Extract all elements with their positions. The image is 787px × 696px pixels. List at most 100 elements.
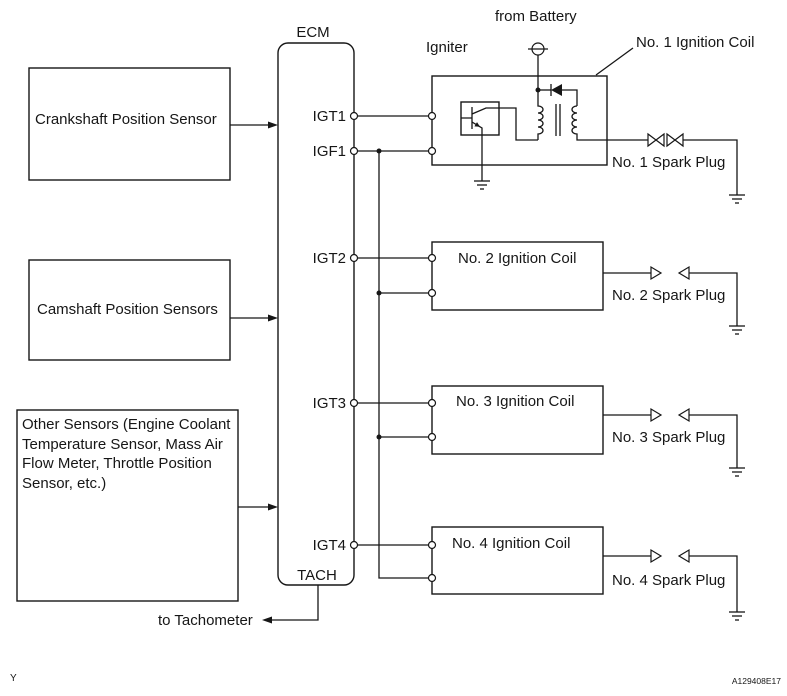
- spark-plug-ground-wire: [689, 414, 738, 468]
- no2-spark-plug: No. 2 Spark Plug: [603, 265, 745, 335]
- spark-plug-icon: [650, 407, 690, 423]
- arrowhead: [268, 503, 278, 511]
- tach-wire: [270, 585, 319, 621]
- tachometer-label: to Tachometer: [158, 612, 253, 629]
- crankshaft-position-sensor: Crankshaft Position Sensor: [28, 67, 231, 181]
- transistor-collector: [471, 107, 538, 141]
- coil1-igf-terminal: [427, 146, 437, 156]
- no3-ignition-coil: No. 3 Ignition Coil: [431, 385, 604, 455]
- junction-dot: [535, 87, 541, 93]
- spark-plug-ground-wire: [689, 555, 738, 612]
- secondary-winding: [571, 105, 648, 141]
- spark-plug-ground-wire: [683, 139, 738, 195]
- electrode: [666, 132, 676, 148]
- coil1-igt-terminal: [427, 111, 437, 121]
- footer-mark: Y: [10, 673, 17, 684]
- coil4-igf-terminal: [427, 573, 437, 583]
- ecm-terminals: [349, 111, 359, 550]
- diode-triangle: [551, 84, 562, 96]
- coil3-igf-terminal: [427, 432, 437, 442]
- pin-label-igt4: IGT4: [313, 537, 346, 554]
- ecm-coil-wiring: [354, 115, 432, 579]
- other-sensors-label-line: Other Sensors (Engine Coolant: [22, 416, 231, 433]
- transistor-emitter: [471, 121, 483, 181]
- other-sensors: Other Sensors (Engine Coolant Temperatur…: [16, 409, 239, 602]
- ground-icon: [729, 194, 745, 204]
- coil-terminals: [427, 111, 437, 583]
- transistor-base: [461, 107, 473, 129]
- igniter-no1-ignition-coil: Igniter from Battery No. 1 Ignition Coil: [426, 8, 754, 190]
- no1-ignition-coil-leader-line: [595, 47, 634, 76]
- no2-ignition-coil-box: [431, 241, 604, 311]
- ecm-box: [277, 42, 355, 586]
- other-sensors-label-line: Flow Meter, Throttle Position: [22, 455, 212, 472]
- junction-dot: [376, 434, 382, 440]
- other-sensors-box: [16, 409, 239, 602]
- transistor-icon: [460, 101, 538, 181]
- coil4-igt-terminal: [427, 540, 437, 550]
- coil-transformer-icon: [537, 90, 648, 141]
- spark-plug-ground-wire: [689, 272, 738, 326]
- no3-ignition-coil-label: No. 3 Ignition Coil: [456, 393, 574, 410]
- igf-bus-wire: [378, 151, 432, 579]
- igniter-box: [431, 75, 608, 166]
- no3-spark-plug: No. 3 Spark Plug: [603, 407, 745, 477]
- no3-ignition-coil-box: [431, 385, 604, 455]
- electrode: [650, 265, 663, 281]
- primary-winding: [537, 90, 544, 140]
- terminal-igt4: [349, 540, 359, 550]
- electrode: [655, 132, 665, 148]
- no2-ignition-coil: No. 2 Ignition Coil: [431, 241, 604, 311]
- igf-bus-junctions: [376, 148, 382, 440]
- no4-spark-plug: No. 4 Spark Plug: [603, 548, 745, 621]
- ecm-label: ECM: [296, 24, 329, 41]
- pin-label-igt2: IGT2: [313, 250, 346, 267]
- other-sensors-signal-arrow: [238, 503, 278, 511]
- spark-plug-icon: [647, 132, 684, 148]
- terminal-igf1: [349, 146, 359, 156]
- other-sensors-label-line: Sensor, etc.): [22, 475, 106, 492]
- arrowhead: [268, 121, 278, 129]
- ground-icon: [729, 611, 745, 621]
- electrode: [677, 548, 690, 564]
- emitter-arrowhead: [474, 122, 480, 127]
- electrode: [674, 132, 684, 148]
- pin-label-tach: TACH: [297, 567, 337, 584]
- terminal-igt3: [349, 398, 359, 408]
- camshaft-sensor-label: Camshaft Position Sensors: [37, 301, 218, 318]
- camshaft-sensor-box: [28, 259, 231, 361]
- igniter-label: Igniter: [426, 39, 468, 56]
- ground-icon: [474, 180, 490, 190]
- camshaft-position-sensors: Camshaft Position Sensors: [28, 259, 231, 361]
- ground-icon: [729, 325, 745, 335]
- camshaft-signal-arrow: [230, 314, 278, 322]
- crankshaft-sensor-label: Crankshaft Position Sensor: [35, 111, 217, 128]
- spark-plug-icon: [650, 265, 690, 281]
- arrowhead: [262, 616, 272, 624]
- no4-ignition-coil-box: [431, 526, 604, 595]
- electrode: [650, 407, 663, 423]
- spark-plug-icon: [650, 548, 690, 564]
- no3-spark-plug-label: No. 3 Spark Plug: [612, 429, 725, 446]
- junction-dot: [376, 148, 382, 154]
- battery-terminal-icon: [528, 42, 548, 90]
- tachometer-output: to Tachometer: [158, 585, 319, 629]
- other-sensors-label-line: Temperature Sensor, Mass Air: [22, 436, 223, 453]
- no2-spark-plug-label: No. 2 Spark Plug: [612, 287, 725, 304]
- terminal-igt1: [349, 111, 359, 121]
- coil2-igf-terminal: [427, 288, 437, 298]
- diode-wire-right: [562, 89, 578, 106]
- pin-label-igf1: IGF1: [313, 143, 346, 160]
- crankshaft-signal-arrow: [230, 121, 278, 129]
- crankshaft-sensor-box: [28, 67, 231, 181]
- ground-icon: [729, 467, 745, 477]
- no1-ignition-coil-label: No. 1 Ignition Coil: [636, 34, 754, 51]
- pin-label-igt3: IGT3: [313, 395, 346, 412]
- battery-label: from Battery: [495, 8, 577, 25]
- coil3-igt-terminal: [427, 398, 437, 408]
- no2-ignition-coil-label: No. 2 Ignition Coil: [458, 250, 576, 267]
- arrowhead: [268, 314, 278, 322]
- electrode: [647, 132, 657, 148]
- electrode: [650, 548, 663, 564]
